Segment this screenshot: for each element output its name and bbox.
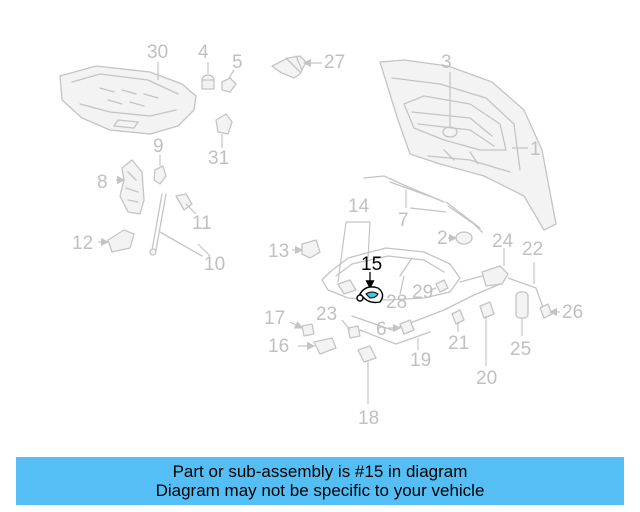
- callout-21: 21: [448, 333, 469, 354]
- part-23-clip[interactable]: [341, 319, 361, 339]
- part-12-bracket[interactable]: [98, 229, 135, 253]
- part-13-grommet[interactable]: [292, 239, 321, 259]
- part-21-clip[interactable]: [451, 309, 465, 332]
- part-24-latch[interactable]: [459, 248, 509, 287]
- callout-14: 14: [348, 196, 370, 217]
- callout-15: 15: [361, 254, 382, 275]
- callout-13: 13: [268, 241, 289, 262]
- part-1-hood-panel[interactable]: [379, 59, 557, 231]
- callout-22: 22: [522, 239, 543, 260]
- part-30-hood-insulator[interactable]: [59, 62, 197, 135]
- callout-16: 16: [268, 336, 289, 357]
- callout-10: 10: [204, 254, 225, 275]
- callout-20: 20: [476, 368, 497, 389]
- part-27-hood-hinge[interactable]: [271, 55, 322, 79]
- callout-7: 7: [398, 210, 409, 231]
- part-25-handle[interactable]: [515, 291, 529, 336]
- part-28-clip[interactable]: [399, 257, 413, 295]
- part-9-clip[interactable]: [153, 155, 167, 185]
- callout-4: 4: [198, 42, 209, 63]
- part-19-cable[interactable]: [359, 329, 431, 350]
- info-banner: Part or sub-assembly is #15 in diagram D…: [16, 457, 624, 505]
- part-18-bracket[interactable]: [357, 345, 377, 404]
- part-29-clip[interactable]: [429, 279, 449, 293]
- callout-1: 1: [530, 139, 541, 160]
- callout-28: 28: [386, 292, 407, 313]
- callout-3: 3: [441, 52, 452, 73]
- parts-diagram: 30 4 5 27 3 1 9 31 8 11 10 12 14 7 2 24 …: [59, 42, 583, 429]
- callout-29: 29: [412, 282, 433, 303]
- part-20-bracket[interactable]: [479, 301, 495, 366]
- callout-27: 27: [324, 52, 345, 73]
- banner-line-1: Part or sub-assembly is #15 in diagram: [172, 462, 468, 481]
- callout-23: 23: [316, 304, 337, 325]
- callout-17: 17: [264, 308, 285, 329]
- part-17-clip[interactable]: [289, 321, 315, 337]
- part-5-clip[interactable]: [221, 69, 237, 93]
- callout-30: 30: [147, 42, 168, 63]
- callout-2: 2: [437, 228, 448, 249]
- callout-labels: 30 4 5 27 3 1 9 31 8 11 10 12 14 7 2 24 …: [72, 42, 583, 429]
- part-8-bracket[interactable]: [116, 159, 145, 215]
- part-14-release-cable[interactable]: [321, 221, 461, 301]
- part-6-bumper[interactable]: [388, 319, 415, 335]
- callout-26: 26: [562, 302, 583, 323]
- part-2-bumper[interactable]: [448, 231, 473, 245]
- callout-6: 6: [376, 319, 387, 340]
- part-11-clip[interactable]: [175, 193, 197, 215]
- callout-11: 11: [192, 213, 212, 234]
- callout-25: 25: [510, 339, 531, 360]
- part-26-clip[interactable]: [539, 303, 560, 319]
- callout-24: 24: [492, 231, 514, 252]
- callout-31: 31: [208, 148, 229, 169]
- part-16-handle[interactable]: [298, 337, 337, 355]
- callout-9: 9: [153, 136, 164, 157]
- part-15-highlighted[interactable]: [356, 272, 384, 304]
- callout-12: 12: [72, 233, 93, 254]
- callout-18: 18: [358, 408, 379, 429]
- part-31-bracket[interactable]: [215, 113, 233, 148]
- callout-19: 19: [410, 350, 431, 371]
- part-7-weatherstrip[interactable]: [363, 175, 483, 233]
- callout-8: 8: [97, 172, 108, 193]
- banner-line-2: Diagram may not be specific to your vehi…: [155, 481, 485, 500]
- part-4-bumper[interactable]: [201, 62, 215, 90]
- part-10-hood-strut[interactable]: [149, 193, 211, 257]
- callout-5: 5: [232, 52, 243, 73]
